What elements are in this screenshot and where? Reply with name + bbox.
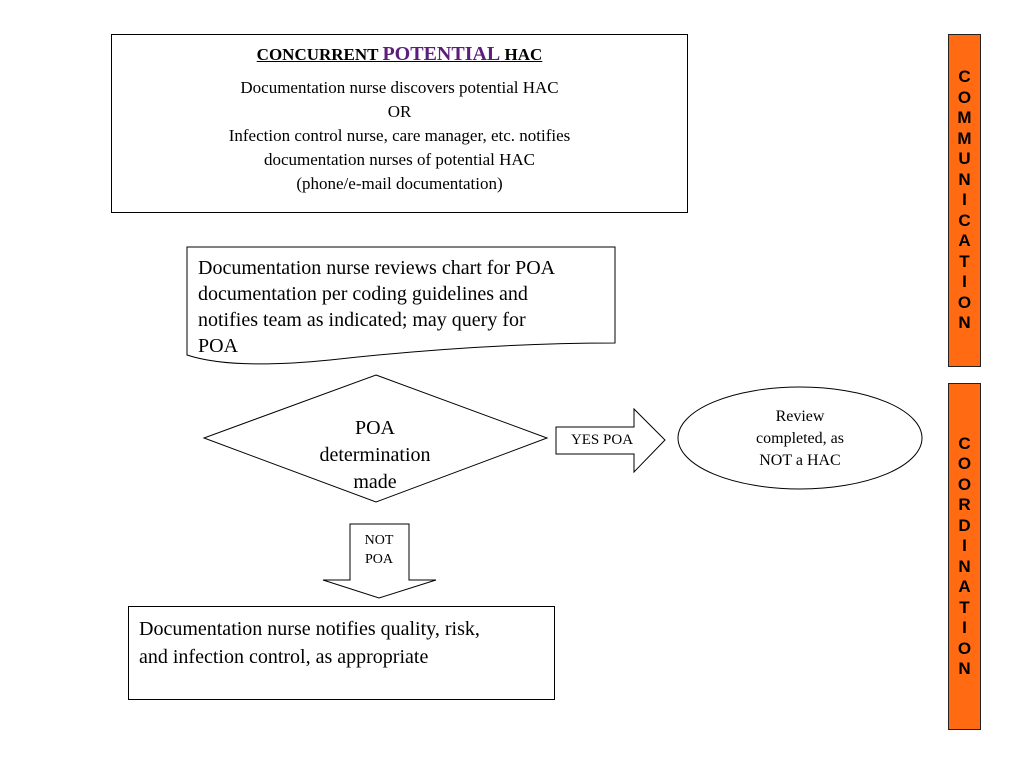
not-line: NOT — [364, 533, 394, 548]
review-line: Documentation nurse reviews chart for PO… — [198, 257, 556, 279]
top-line: Documentation nurse discovers potential … — [240, 78, 559, 97]
side-letter: C — [958, 67, 971, 87]
coordination-side-bar: C O O R D I N A T I O N — [948, 383, 981, 730]
top-box-title: CONCURRENT POTENTIAL HAC — [112, 43, 687, 66]
decision-line: determination — [319, 444, 431, 466]
outcome-line: completed, as — [756, 430, 844, 447]
side-letter: T — [959, 597, 970, 617]
side-letter: I — [962, 272, 967, 292]
top-line: (phone/e-mail documentation) — [296, 174, 503, 193]
decision-line: made — [353, 471, 397, 493]
outcome-oval-shape — [677, 386, 923, 490]
side-letter: N — [958, 169, 971, 189]
side-letter: N — [958, 556, 971, 576]
concurrent-potential-hac-box: CONCURRENT POTENTIAL HAC Documentation n… — [111, 34, 688, 213]
yes-poa-label: YES POA — [570, 432, 634, 448]
side-letter: A — [958, 577, 971, 596]
top-line: documentation nurses of potential HAC — [263, 150, 535, 169]
review-document-shape — [186, 246, 616, 365]
side-letter: O — [957, 474, 972, 494]
side-letter: M — [957, 128, 972, 148]
side-letter: I — [962, 190, 967, 210]
review-line: notifies team as indicated; may query fo… — [198, 309, 526, 331]
outcome-line: NOT a HAC — [759, 452, 841, 469]
notify-text: Documentation nurse notifies quality, ri… — [129, 607, 554, 679]
side-letter: T — [959, 251, 970, 271]
review-line: documentation per coding guidelines and — [198, 283, 528, 305]
side-letter: C — [958, 210, 971, 230]
outcome-line: Review — [775, 408, 825, 425]
communication-side-bar: C O M M U N I C A T I O N — [948, 34, 981, 367]
side-letter: N — [958, 313, 971, 333]
side-letter: O — [957, 638, 972, 658]
title-emphasis: POTENTIAL — [382, 43, 501, 65]
side-letter: I — [962, 618, 967, 637]
title-part-1: CONCURRENT — [256, 45, 383, 64]
side-letter: I — [962, 536, 967, 555]
side-letter: A — [958, 231, 971, 251]
side-letter: U — [958, 149, 971, 169]
decision-line: POA — [354, 417, 395, 439]
notify-box: Documentation nurse notifies quality, ri… — [128, 606, 555, 700]
title-part-2: HAC — [500, 45, 543, 64]
side-letter: M — [957, 108, 972, 128]
not-arrow-shape — [322, 523, 437, 599]
side-letter: N — [958, 659, 971, 678]
side-letter: C — [958, 433, 971, 453]
side-letter: O — [957, 454, 972, 473]
decision-diamond — [202, 374, 549, 503]
notify-line: and infection control, as appropriate — [139, 646, 429, 668]
outcome-oval-text: Review completed, as NOT a HAC — [735, 406, 865, 472]
side-letter: D — [958, 515, 971, 535]
not-line: POA — [364, 552, 393, 567]
notify-line: Documentation nurse notifies quality, ri… — [139, 618, 480, 640]
decision-text: POA determination made — [300, 415, 450, 496]
side-letter: R — [958, 495, 971, 514]
review-line: POA — [198, 335, 239, 357]
top-line: OR — [387, 102, 412, 121]
not-poa-label: NOT POA — [349, 531, 409, 569]
side-letter: O — [957, 292, 972, 312]
review-box-text: Documentation nurse reviews chart for PO… — [187, 255, 628, 359]
top-box-lines: Documentation nurse discovers potential … — [112, 76, 687, 196]
side-letter: O — [957, 87, 972, 107]
yes-arrow-shape — [555, 407, 666, 474]
top-line: Infection control nurse, care manager, e… — [228, 126, 571, 145]
